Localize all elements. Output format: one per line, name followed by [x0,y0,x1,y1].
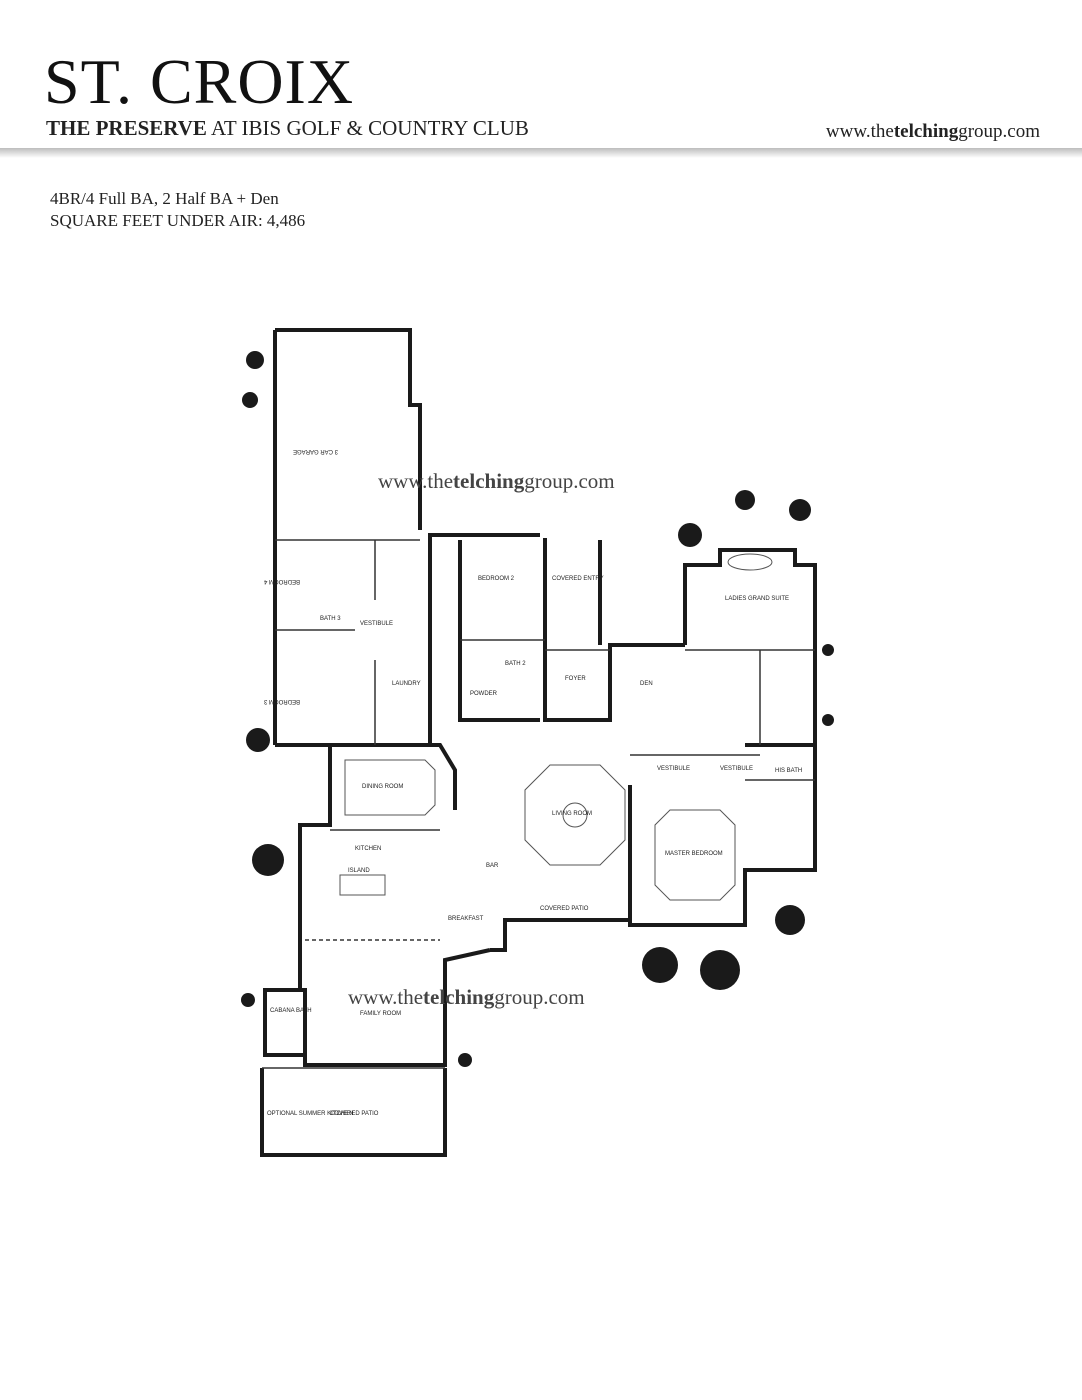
wm-prefix: www.the [378,469,453,493]
plant [822,714,834,726]
label-powder: POWDER [470,691,498,697]
label-vestibule-3: VESTIBULE [720,766,753,772]
label-bedroom2: BEDROOM 2 [478,576,515,582]
plant [458,1053,472,1067]
floor-plan-drawing: 3 CAR GARAGE BEDROOM 4 BEDROOM 3 BATH 3 … [241,328,834,1157]
room-labels: 3 CAR GARAGE BEDROOM 4 BEDROOM 3 BATH 3 … [263,448,802,1117]
landscaping [241,351,834,1067]
label-dining: DINING ROOM [362,784,403,790]
family-wall [295,948,491,1067]
url-prefix: www.the [825,121,894,142]
label-covered-patio-1: COVERED PATIO [540,906,589,912]
community-subtitle: THE PRESERVE AT IBIS GOLF & COUNTRY CLUB [46,118,529,139]
ceiling-details [339,553,773,901]
label-island: ISLAND [348,868,370,874]
wm-bold: telching [423,985,495,1009]
dining-wall [330,743,457,810]
label-summer-kitchen: OPTIONAL SUMMER KITCHEN [267,1111,353,1117]
label-cabana: CABANA BATH [270,1008,312,1014]
subtitle-bold: THE PRESERVE [46,116,207,140]
label-ladies-suite: LADIES GRAND SUITE [725,596,789,602]
label-den: DEN [640,681,653,687]
label-living: LIVING ROOM [552,811,592,817]
cabana-wall [263,988,305,1057]
interior-walls [262,539,815,1069]
living-medallion [562,802,588,828]
exterior-walls [260,328,817,1157]
plant [242,392,258,408]
label-garage: 3 CAR GARAGE [293,448,338,454]
header-rule [0,148,1082,158]
spec-bed-bath: 4BR/4 Full BA, 2 Half BA + Den [50,189,279,208]
wm-suffix: group.com [524,469,614,493]
label-vestibule-2: VESTIBULE [657,766,690,772]
plant [775,905,805,935]
label-bar: BAR [486,863,499,869]
label-bath3: BATH 3 [320,616,341,622]
label-kitchen: KITCHEN [355,846,381,852]
home-specs: 4BR/4 Full BA, 2 Half BA + Den SQUARE FE… [50,188,305,232]
floor-plan: 3 CAR GARAGE BEDROOM 4 BEDROOM 3 BATH 3 … [0,300,1082,1200]
wm-bold: telching [453,469,525,493]
plant [246,351,264,369]
plant [252,844,284,876]
subtitle-rest: AT IBIS GOLF & COUNTRY CLUB [206,116,529,140]
kitchen-wall [298,745,332,990]
label-covered-patio-2: COVERED PATIO [330,1111,379,1117]
plant [735,490,755,510]
patio-wall [490,880,632,952]
living-tray [524,764,626,866]
watermark-bottom: www.thetelchinggroup.com [348,985,585,1009]
plant [241,993,255,1007]
label-laundry: LAUNDRY [392,681,421,687]
bedroom2-wall [458,540,540,722]
ladies-suite-wall [683,548,817,747]
plant [642,947,678,983]
url-bold: telching [893,121,959,142]
garage-wall [275,328,422,530]
label-covered-entry: COVERED ENTRY [552,576,604,582]
label-breakfast: BREAKFAST [448,916,484,922]
kitchen-island [339,874,386,896]
page-title: ST. CROIX [44,46,355,117]
website-url[interactable]: www.thetelchinggroup.com [826,122,1040,141]
master-tray [654,809,736,901]
plant [700,950,740,990]
spec-square-feet: SQUARE FEET UNDER AIR: 4,486 [50,211,306,230]
entry-wall [543,538,685,722]
label-master: MASTER BEDROOM [665,851,723,857]
page-header: ST. CROIX THE PRESERVE AT IBIS GOLF & CO… [0,0,1082,158]
plant [678,523,702,547]
url-suffix: group.com [958,121,1040,142]
label-foyer: FOYER [565,676,586,682]
label-bedroom4: BEDROOM 4 [263,578,300,584]
label-bedroom3: BEDROOM 3 [263,698,300,704]
wm-suffix: group.com [494,985,584,1009]
label-vestibule-1: VESTIBULE [360,621,393,627]
dining-tray [344,759,436,816]
label-bath2: BATH 2 [505,661,526,667]
label-family: FAMILY ROOM [360,1011,401,1017]
patio2-wall [260,1068,447,1157]
plant [822,644,834,656]
tub [727,553,773,571]
wm-prefix: www.the [348,985,423,1009]
watermark-top: www.thetelchinggroup.com [378,469,615,493]
plant [246,728,270,752]
plant [789,499,811,521]
label-his-bath: HIS BATH [775,768,802,774]
